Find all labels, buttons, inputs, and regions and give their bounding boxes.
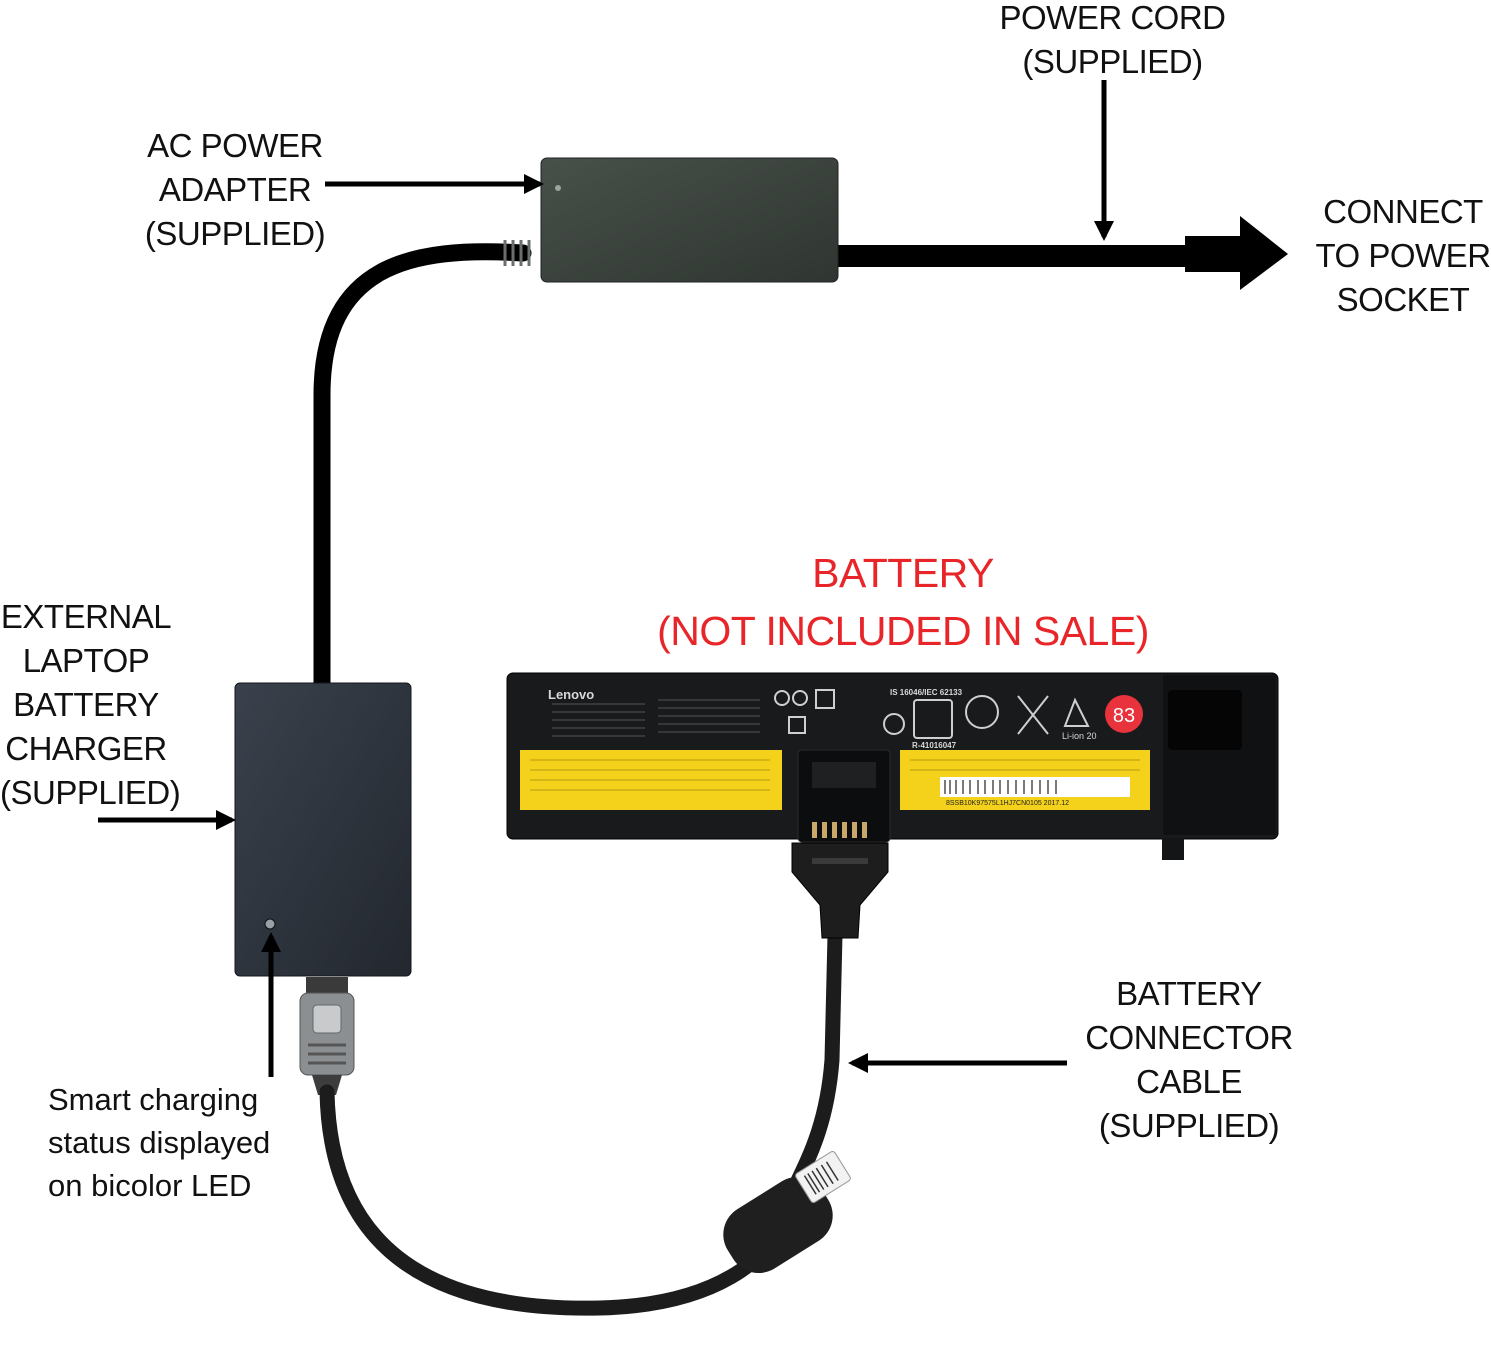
battery-connector-cable bbox=[319, 927, 843, 1316]
battery-badge-text: 83 bbox=[1113, 705, 1135, 727]
adapter-led-icon bbox=[555, 185, 561, 191]
battery-model: R-41016047 bbox=[912, 741, 957, 750]
power-cord-label: POWER CORD (SUPPLIED) bbox=[999, 0, 1227, 80]
battery-brand: Lenovo bbox=[548, 687, 594, 702]
ac-power-adapter bbox=[540, 157, 839, 283]
battery-connector-head bbox=[791, 842, 889, 939]
battery-standard: IS 16046/IEC 62133 bbox=[890, 688, 963, 697]
dc-cable bbox=[313, 243, 532, 694]
external-charger-label: EXTERNAL LAPTOP BATTERY CHARGER (SUPPLIE… bbox=[0, 598, 181, 811]
strain-relief bbox=[503, 240, 531, 266]
led-status-label: Smart charging status displayed on bicol… bbox=[48, 1082, 271, 1203]
ferrite-bead bbox=[723, 1151, 851, 1274]
bicolor-led-icon bbox=[264, 918, 276, 930]
ac-adapter-label: AC POWER ADAPTER (SUPPLIED) bbox=[144, 127, 326, 252]
charger-plug bbox=[299, 977, 355, 1095]
external-charger bbox=[234, 682, 412, 977]
connector-cable-label: BATTERY CONNECTOR CABLE (SUPPLIED) bbox=[1085, 975, 1293, 1144]
connect-socket-label: CONNECT TO POWER SOCKET bbox=[1315, 193, 1491, 318]
battery-badge bbox=[1105, 695, 1143, 733]
socket-arrowhead bbox=[1185, 216, 1288, 290]
pointer-arrows bbox=[98, 80, 1114, 1077]
battery: 83 Lenovo IS 16046/IEC 62133 R-41016047 … bbox=[506, 672, 1279, 860]
battery-chem: Li-ion 20 bbox=[1062, 731, 1097, 741]
battery-label: BATTERY (NOT INCLUDED IN SALE) bbox=[657, 550, 1149, 654]
battery-serial: 8SSB10K97575L1HJ7CN0105 2017.12 bbox=[946, 800, 1069, 807]
